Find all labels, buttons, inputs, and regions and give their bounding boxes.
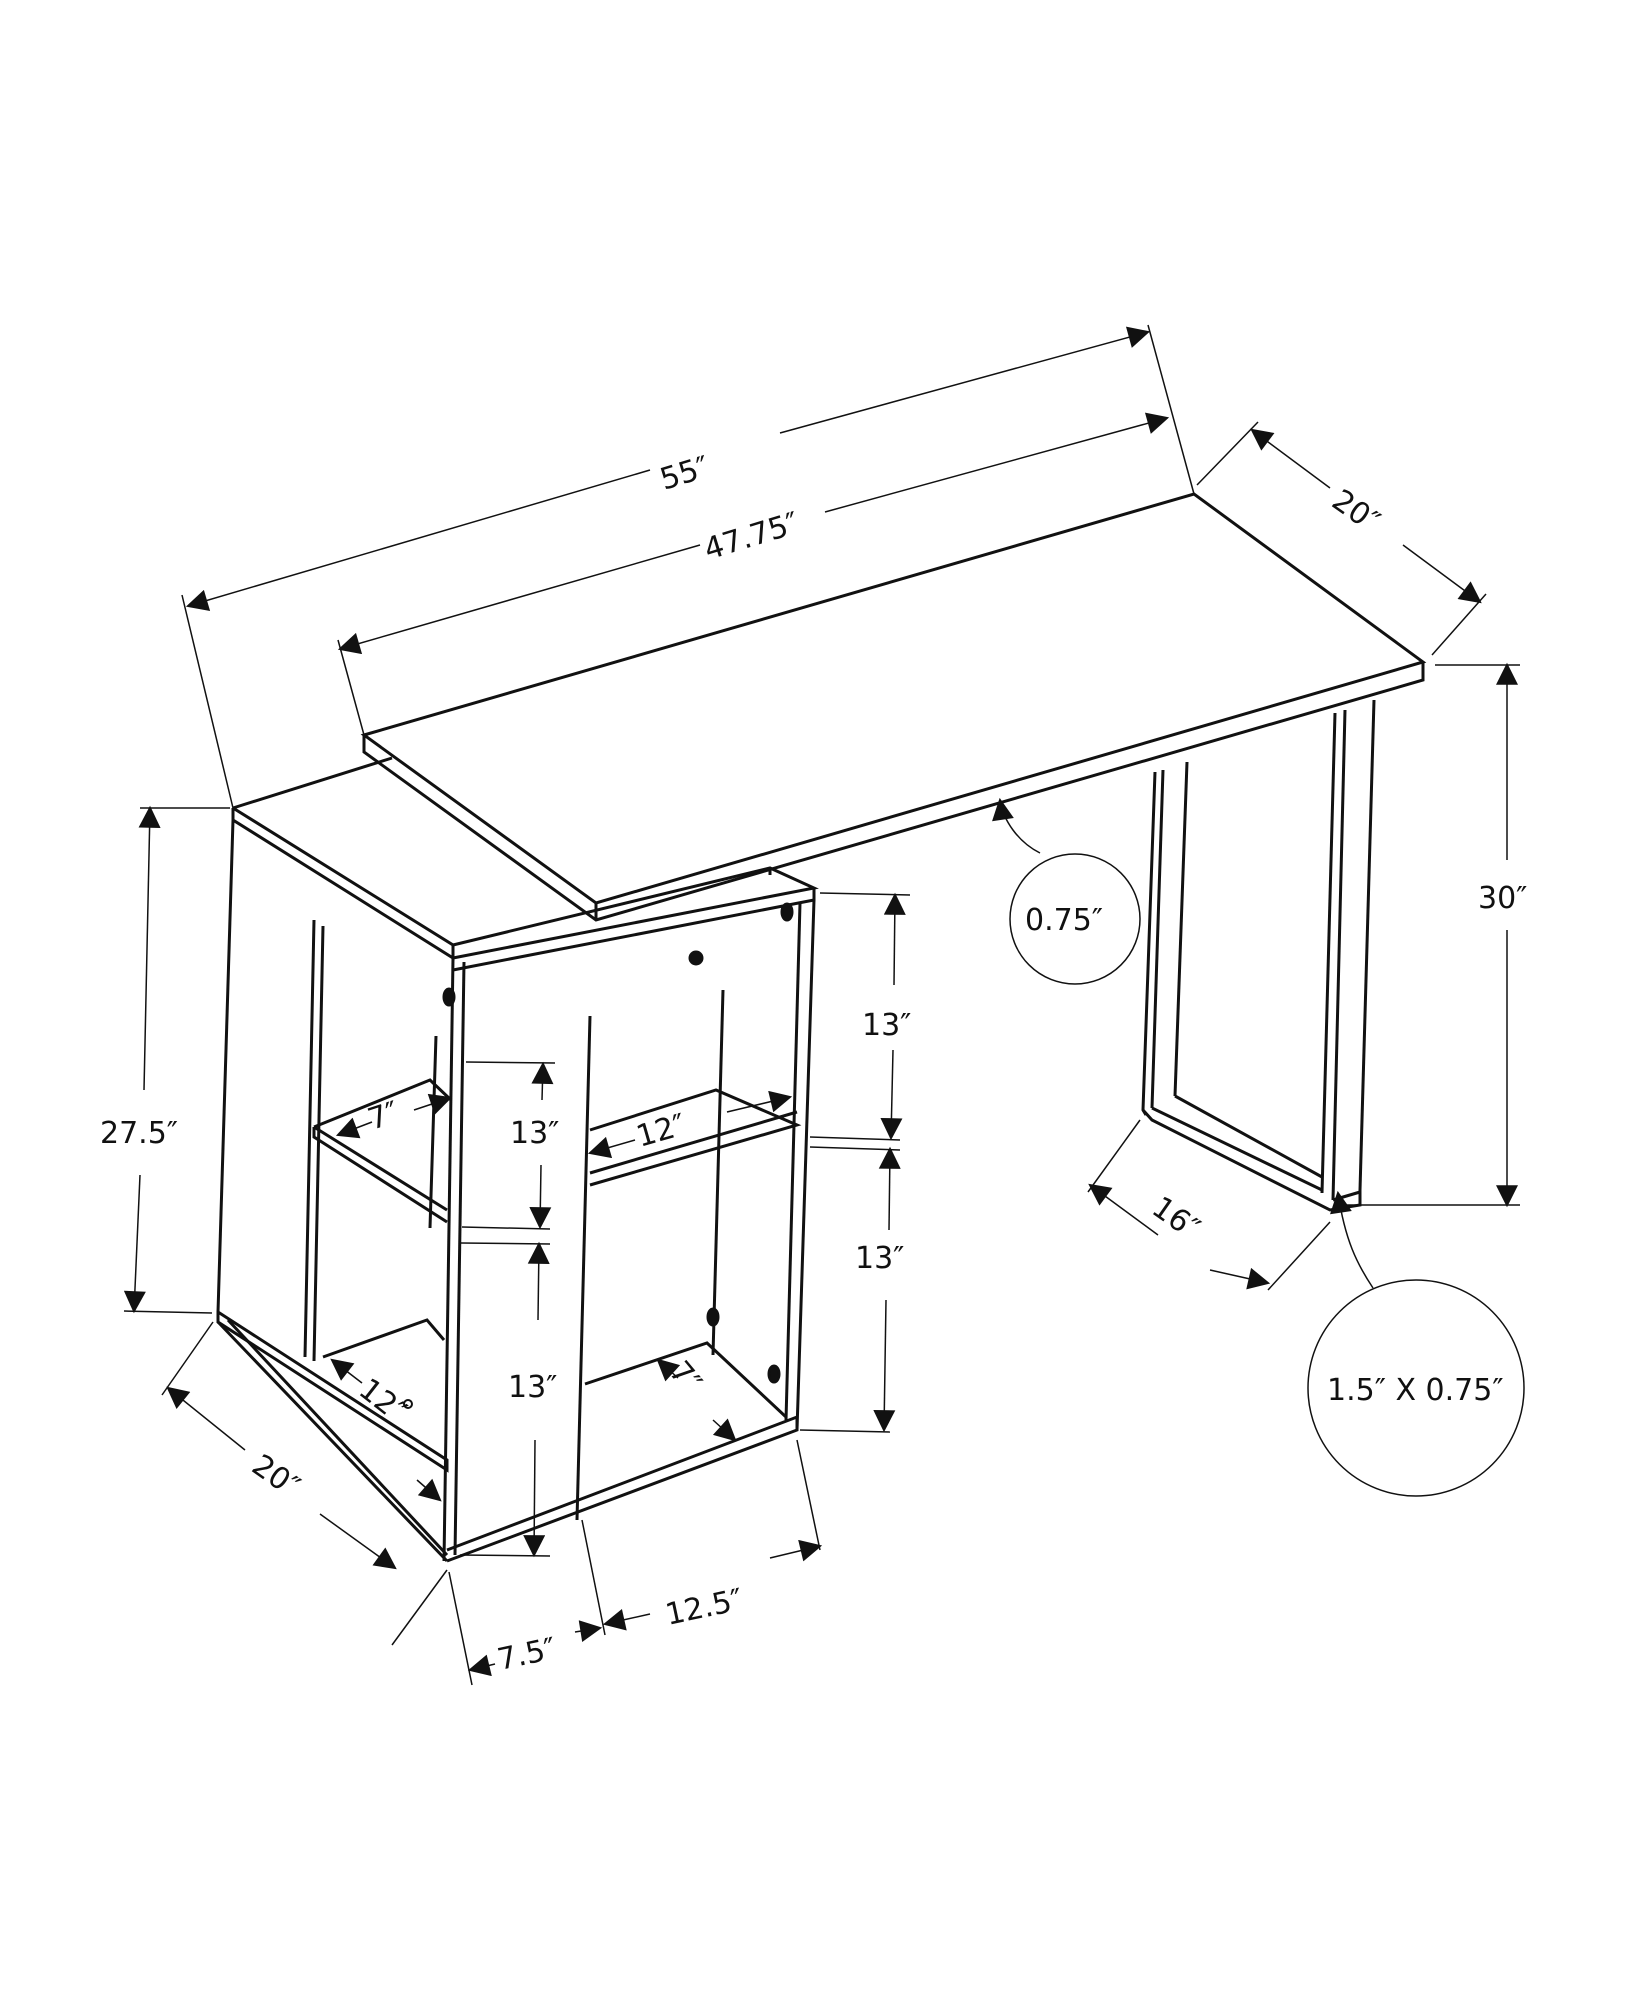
label-front-left-width: 7.5″ xyxy=(494,1631,559,1677)
desk-leg-frame xyxy=(1141,699,1376,1212)
bookcase-cabinet xyxy=(216,756,819,1563)
label-top-width: 47.75″ xyxy=(700,506,803,568)
label-top-thickness: 0.75″ xyxy=(1025,903,1103,938)
label-cabinet-depth: 20″ xyxy=(245,1448,306,1505)
label-left-bottom-depth: 12″ xyxy=(352,1372,412,1430)
label-left-lower-opening: 13″ xyxy=(508,1370,557,1405)
label-leg-size: 1.5″ X 0.75″ xyxy=(1327,1373,1504,1408)
label-top-depth: 20″ xyxy=(1325,483,1386,540)
desk-top xyxy=(360,492,1427,922)
label-left-shelf-depth: 7″ xyxy=(364,1095,404,1138)
label-overall-height: 30″ xyxy=(1478,881,1527,916)
label-overall-width: 55″ xyxy=(656,450,713,498)
label-front-right-width: 12.5″ xyxy=(662,1582,746,1632)
label-left-upper-opening: 13″ xyxy=(510,1116,559,1151)
label-front-bottom-depth: 7″ xyxy=(662,1355,708,1401)
label-right-upper-opening: 13″ xyxy=(862,1008,911,1043)
label-leg-depth: 16″ xyxy=(1145,1190,1206,1247)
label-right-lower-opening: 13″ xyxy=(855,1241,904,1276)
dimension-lines xyxy=(123,324,1525,1686)
label-cabinet-height: 27.5″ xyxy=(100,1116,178,1151)
